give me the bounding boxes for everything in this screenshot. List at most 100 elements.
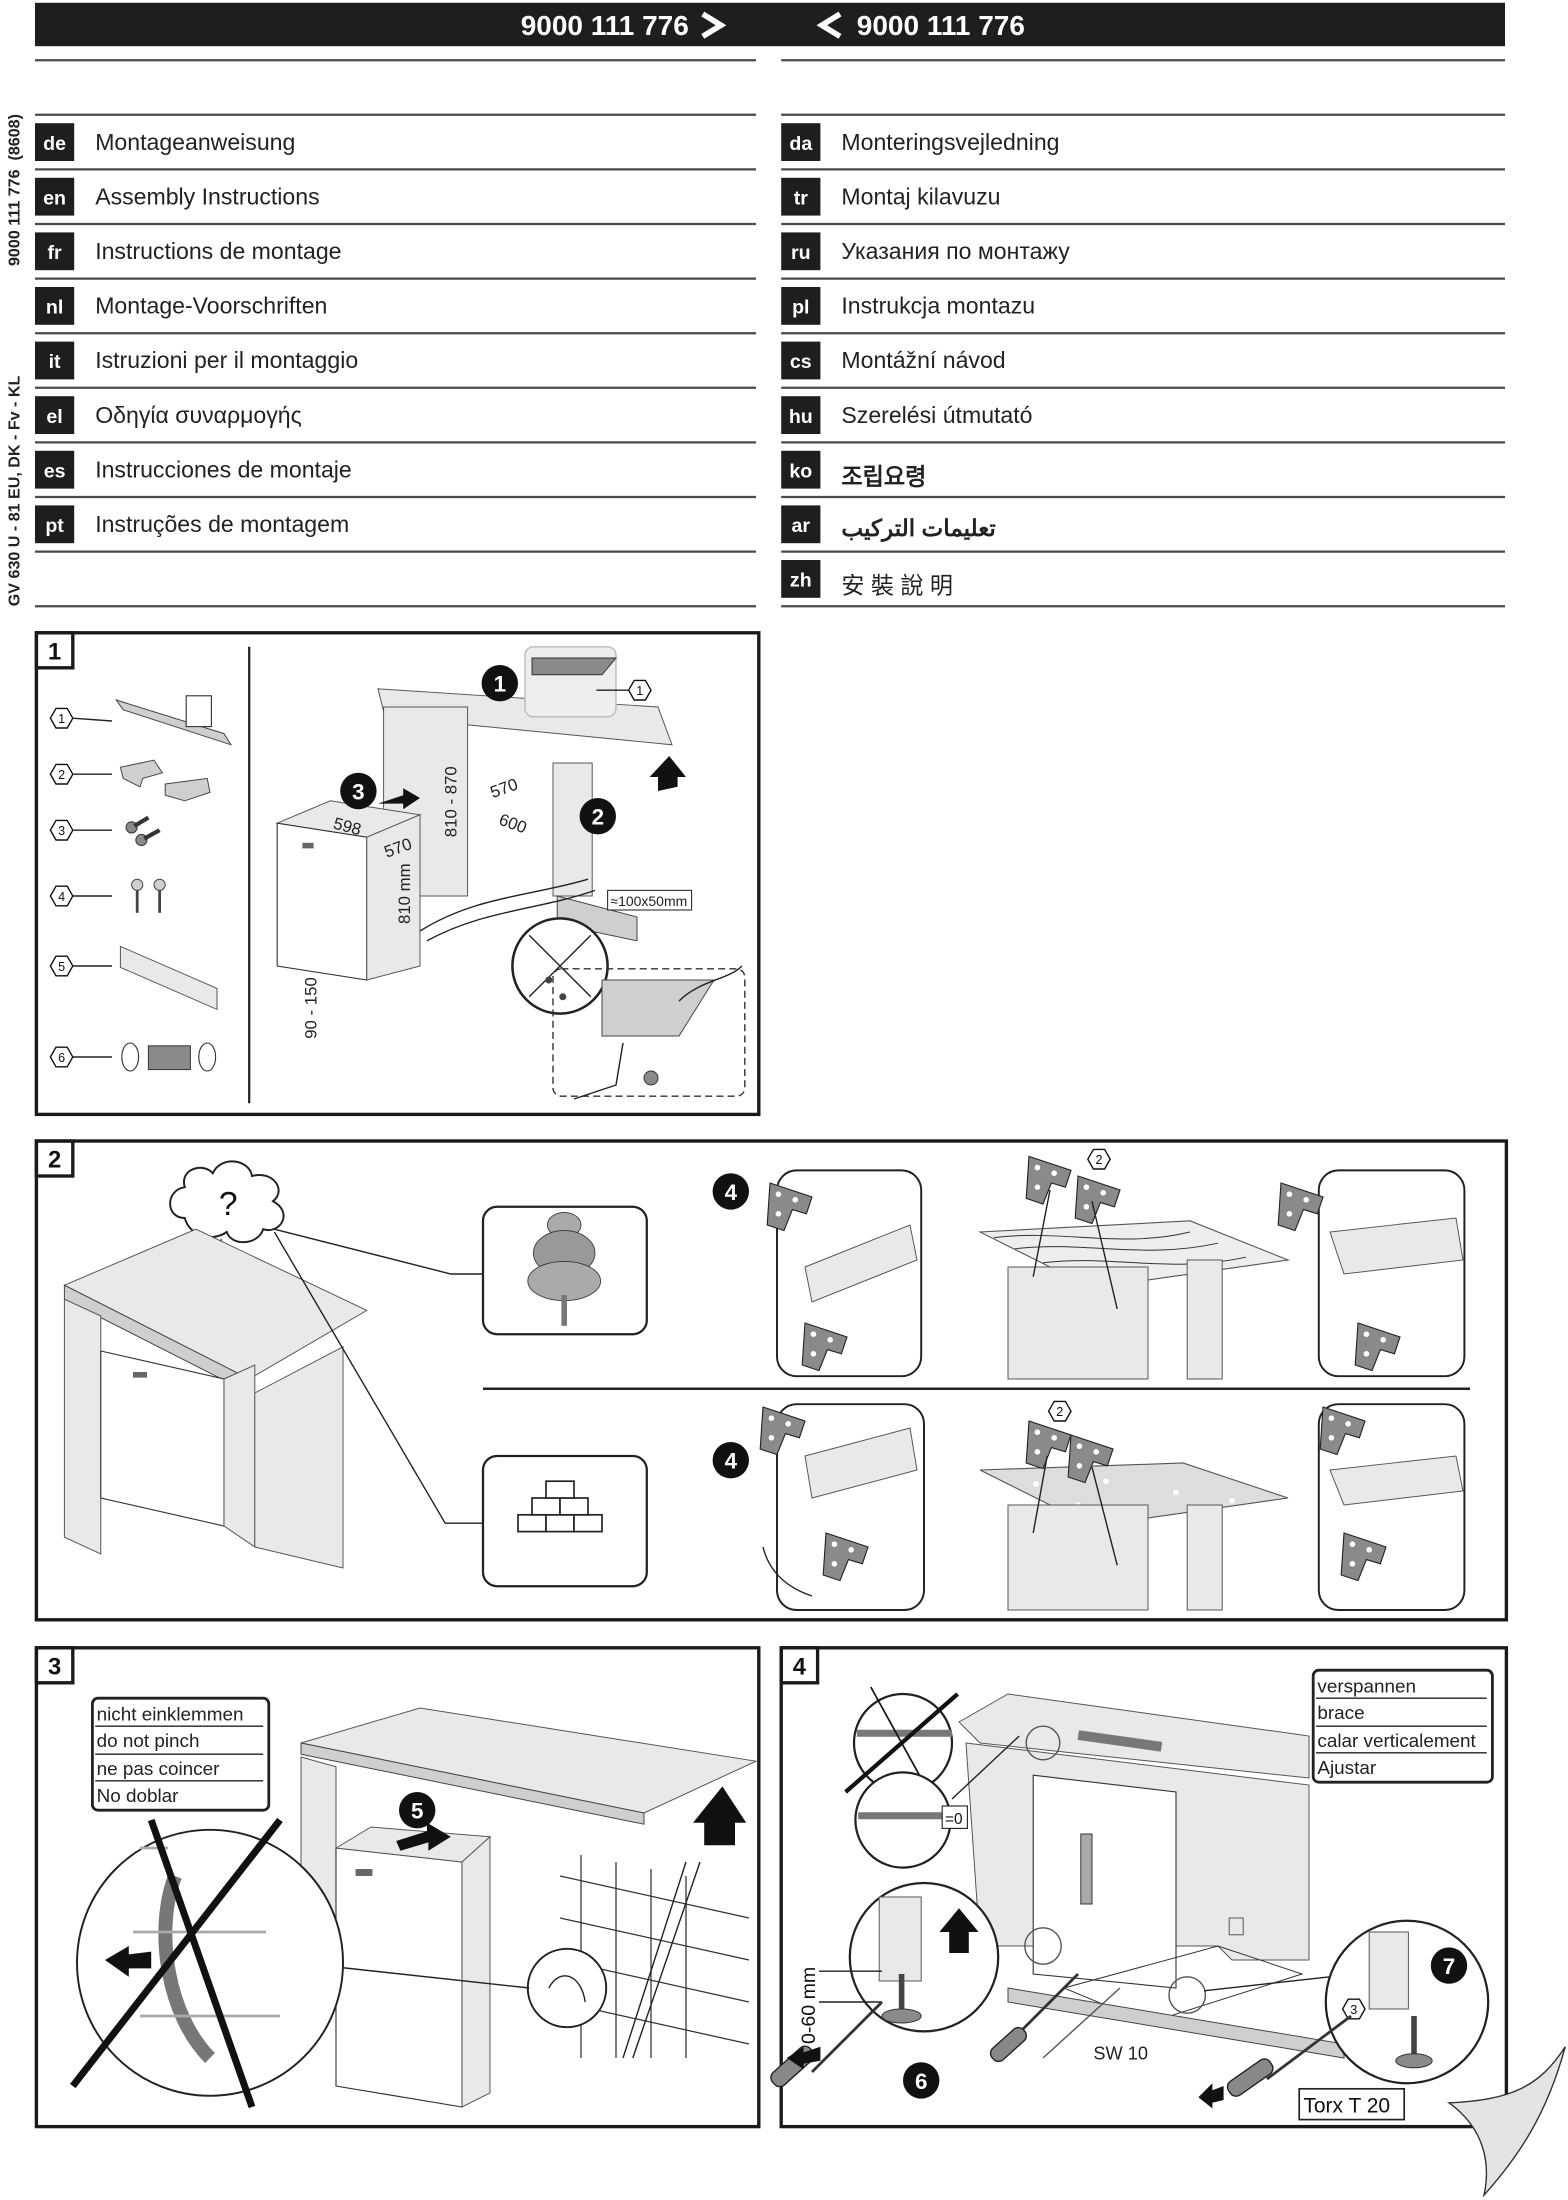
header-bar: 9000 111 776 9000 111 776 xyxy=(35,2,1505,47)
svg-text:Ajustar: Ajustar xyxy=(1317,1758,1376,1779)
arrow-up-icon xyxy=(649,755,687,791)
language-table-rules xyxy=(35,59,1505,608)
no-drip-warning xyxy=(511,917,609,1015)
part-4-screws: 4 xyxy=(49,878,166,913)
svg-text:Szerelési útmutató: Szerelési útmutató xyxy=(841,402,1032,428)
screwdriver-icon xyxy=(770,2001,883,2088)
svg-text:da: da xyxy=(789,133,813,155)
wrench-screwdriver-icon xyxy=(989,1973,1121,2063)
svg-text:1: 1 xyxy=(636,684,643,698)
svg-text:810 mm: 810 mm xyxy=(395,863,414,924)
step-2-panel: 2 ? xyxy=(34,1139,1509,1622)
arrow-push-icon xyxy=(378,788,421,810)
svg-text:810 - 870: 810 - 870 xyxy=(441,766,460,837)
svg-text:ko: ko xyxy=(789,460,812,482)
svg-text:it: it xyxy=(49,351,61,373)
stone-countertop-detail: 2 xyxy=(979,1400,1289,1611)
no-gap-wrong-illustration xyxy=(844,1686,959,1797)
step-4-panel: 4 =0 0-60 mm xyxy=(770,1646,1509,2129)
step-number: 1 xyxy=(48,638,61,665)
arrow-up-icon xyxy=(693,1786,747,1846)
stone-detail-2 xyxy=(1317,1403,1466,1611)
svg-text:Montážní návod: Montážní návod xyxy=(841,347,1005,373)
part-5-cover-strip: 5 xyxy=(49,945,218,1011)
svg-text:3: 3 xyxy=(58,824,65,838)
svg-text:de: de xyxy=(43,133,66,155)
callout-5: 5 xyxy=(399,1791,436,1829)
svg-text:No doblar: No doblar xyxy=(97,1786,179,1807)
callout-4-top: 4 xyxy=(712,1173,750,1210)
part-3-screws: 3 xyxy=(49,815,161,847)
warning-box: nicht einklemmen do not pinch ne pas coi… xyxy=(91,1696,271,1812)
svg-text:es: es xyxy=(44,460,66,482)
leveling-foot-illustration: 3 7 xyxy=(1324,1919,1490,2085)
svg-text:3: 3 xyxy=(352,779,364,804)
svg-text:el: el xyxy=(46,406,62,428)
wood-option-box xyxy=(481,1205,648,1336)
svg-text:Instrukcja montazu: Instrukcja montazu xyxy=(841,293,1035,319)
svg-text:600: 600 xyxy=(496,810,529,837)
svg-text:Torx T 20: Torx T 20 xyxy=(1303,2095,1390,2118)
page-curl-icon xyxy=(1446,2046,1568,2198)
svg-text:Указания по монтажу: Указания по монтажу xyxy=(841,238,1070,264)
svg-text:2: 2 xyxy=(1095,1153,1102,1167)
wood-detail-1 xyxy=(766,1169,923,1378)
document-number: 9000 111 776 (8608) xyxy=(6,114,24,266)
svg-text:Istruzioni per il montaggio: Istruzioni per il montaggio xyxy=(95,347,358,373)
language-item-zh: zh 安 裝 說 明 xyxy=(781,559,953,599)
svg-text:Οδηγία συναρμογής: Οδηγία συναρμογής xyxy=(95,402,302,428)
svg-text:brace: brace xyxy=(1317,1703,1364,1724)
chevron-right-icon xyxy=(701,11,727,39)
svg-text:en: en xyxy=(43,187,66,209)
svg-text:Assembly Instructions: Assembly Instructions xyxy=(95,183,319,209)
svg-text:3: 3 xyxy=(1350,2003,1357,2017)
svg-text:4: 4 xyxy=(725,1449,738,1474)
svg-text:2: 2 xyxy=(58,768,65,782)
svg-text:nicht einklemmen: nicht einklemmen xyxy=(97,1705,244,1726)
svg-text:Montaj kilavuzu: Montaj kilavuzu xyxy=(841,183,1000,209)
model-label: GV 630 U - 81 EU, DK - Fv - KL xyxy=(6,376,24,607)
part-number-right: 9000 111 776 xyxy=(857,10,1025,41)
wood-countertop-detail: 2 xyxy=(977,1148,1291,1380)
svg-text:ar: ar xyxy=(792,515,811,537)
svg-text:6: 6 xyxy=(58,1051,65,1065)
callout-3: 3 xyxy=(340,772,377,810)
language-item-en: en Assembly Instructions xyxy=(35,177,320,216)
svg-text:1: 1 xyxy=(58,712,65,726)
callout-6: 6 xyxy=(902,2062,940,2099)
parts-list: 1 2 3 4 5 6 xyxy=(49,695,233,1072)
svg-text:4: 4 xyxy=(725,1180,738,1205)
svg-text:?: ? xyxy=(219,1186,238,1223)
height-adjust-illustration: 0-60 mm xyxy=(798,1881,1000,2044)
stone-option-box xyxy=(481,1454,648,1588)
step-number: 3 xyxy=(48,1653,61,1680)
language-item-de: de Montageanweisung xyxy=(35,123,295,161)
svg-text:Instructions de montage: Instructions de montage xyxy=(95,238,341,264)
svg-text:570: 570 xyxy=(488,775,521,802)
niche-drawing: 1 598 570 810 mm 90 - 150 810 - 870 570 … xyxy=(275,646,746,1100)
brace-label-box: verspannen brace calar verticalement Aju… xyxy=(1311,1668,1494,1784)
svg-text:7: 7 xyxy=(1443,1954,1455,1979)
svg-text:cs: cs xyxy=(790,351,812,373)
svg-text:pt: pt xyxy=(45,515,64,537)
chevron-left-icon xyxy=(816,11,842,39)
svg-text:Montageanweisung: Montageanweisung xyxy=(95,129,295,155)
svg-text:5: 5 xyxy=(58,960,65,974)
svg-text:安 裝 說 明: 安 裝 說 明 xyxy=(841,573,953,599)
svg-text:zh: zh xyxy=(790,570,812,592)
dishwasher xyxy=(275,800,422,981)
step-number: 4 xyxy=(793,1653,807,1680)
svg-text:calar verticalement: calar verticalement xyxy=(1317,1731,1476,1752)
svg-text:ru: ru xyxy=(791,242,811,264)
question-cloud: ? xyxy=(169,1160,285,1286)
language-item-el: el Οδηγία συναρμογής xyxy=(35,396,302,434)
